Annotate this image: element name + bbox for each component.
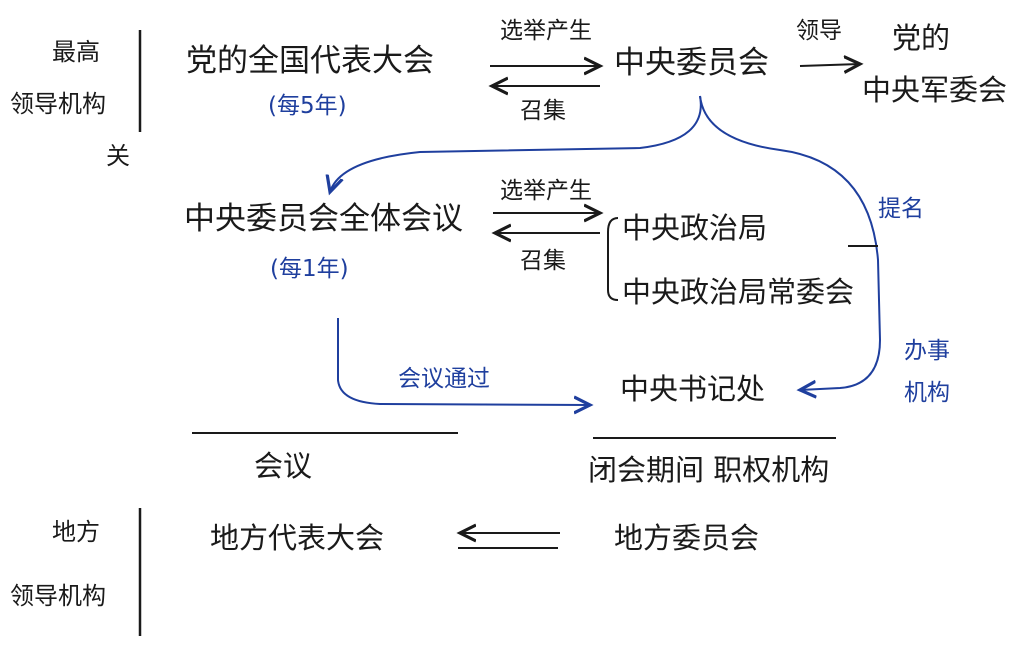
curve-cc-to-secretariat	[699, 95, 882, 390]
node-central-committee: 中央委员会	[614, 45, 769, 81]
node-psc: 中央政治局常委会	[622, 275, 855, 309]
brace	[607, 217, 619, 301]
edge-lead: 领导	[796, 18, 842, 44]
node-secretariat: 中央书记处	[620, 372, 766, 406]
side-top-line2: 领导机构	[10, 90, 106, 118]
side-bottom-line1: 地方	[52, 518, 100, 546]
node-national-congress: 党的全国代表大会	[186, 43, 434, 79]
edge-office-line1: 办事	[904, 338, 950, 364]
node-plenum: 中央委员会全体会议	[184, 201, 463, 237]
edge-convene-mid: 召集	[520, 248, 566, 274]
node-politburo: 中央政治局	[622, 211, 768, 245]
arrow-lead	[799, 64, 860, 66]
edge-elect-top: 选举产生	[500, 18, 592, 44]
curve-meeting-pass	[337, 318, 590, 405]
edge-nominate: 提名	[878, 196, 924, 222]
node-plenum-frequency: (每1年)	[270, 256, 349, 282]
curve-cc-to-plenum	[330, 95, 702, 192]
edge-elect-mid: 选举产生	[500, 178, 592, 204]
side-top-line1: 最高	[52, 38, 100, 66]
node-local-committee: 地方委员会	[614, 521, 760, 555]
footer-recess: 闭会期间 职权机构	[588, 453, 830, 487]
edge-meeting-pass: 会议通过	[398, 366, 490, 392]
node-cmc-line1: 党的	[892, 21, 951, 55]
footer-meeting: 会议	[254, 449, 313, 483]
node-local-congress: 地方代表大会	[210, 521, 385, 555]
node-congress-frequency: (每5年)	[268, 93, 347, 119]
edge-convene-top: 召集	[520, 98, 566, 124]
node-cmc-line2: 中央军委会	[862, 73, 1008, 107]
side-top-line3: 关	[106, 142, 130, 170]
edge-office-line2: 机构	[904, 380, 950, 406]
side-bottom-line2: 领导机构	[10, 582, 106, 610]
